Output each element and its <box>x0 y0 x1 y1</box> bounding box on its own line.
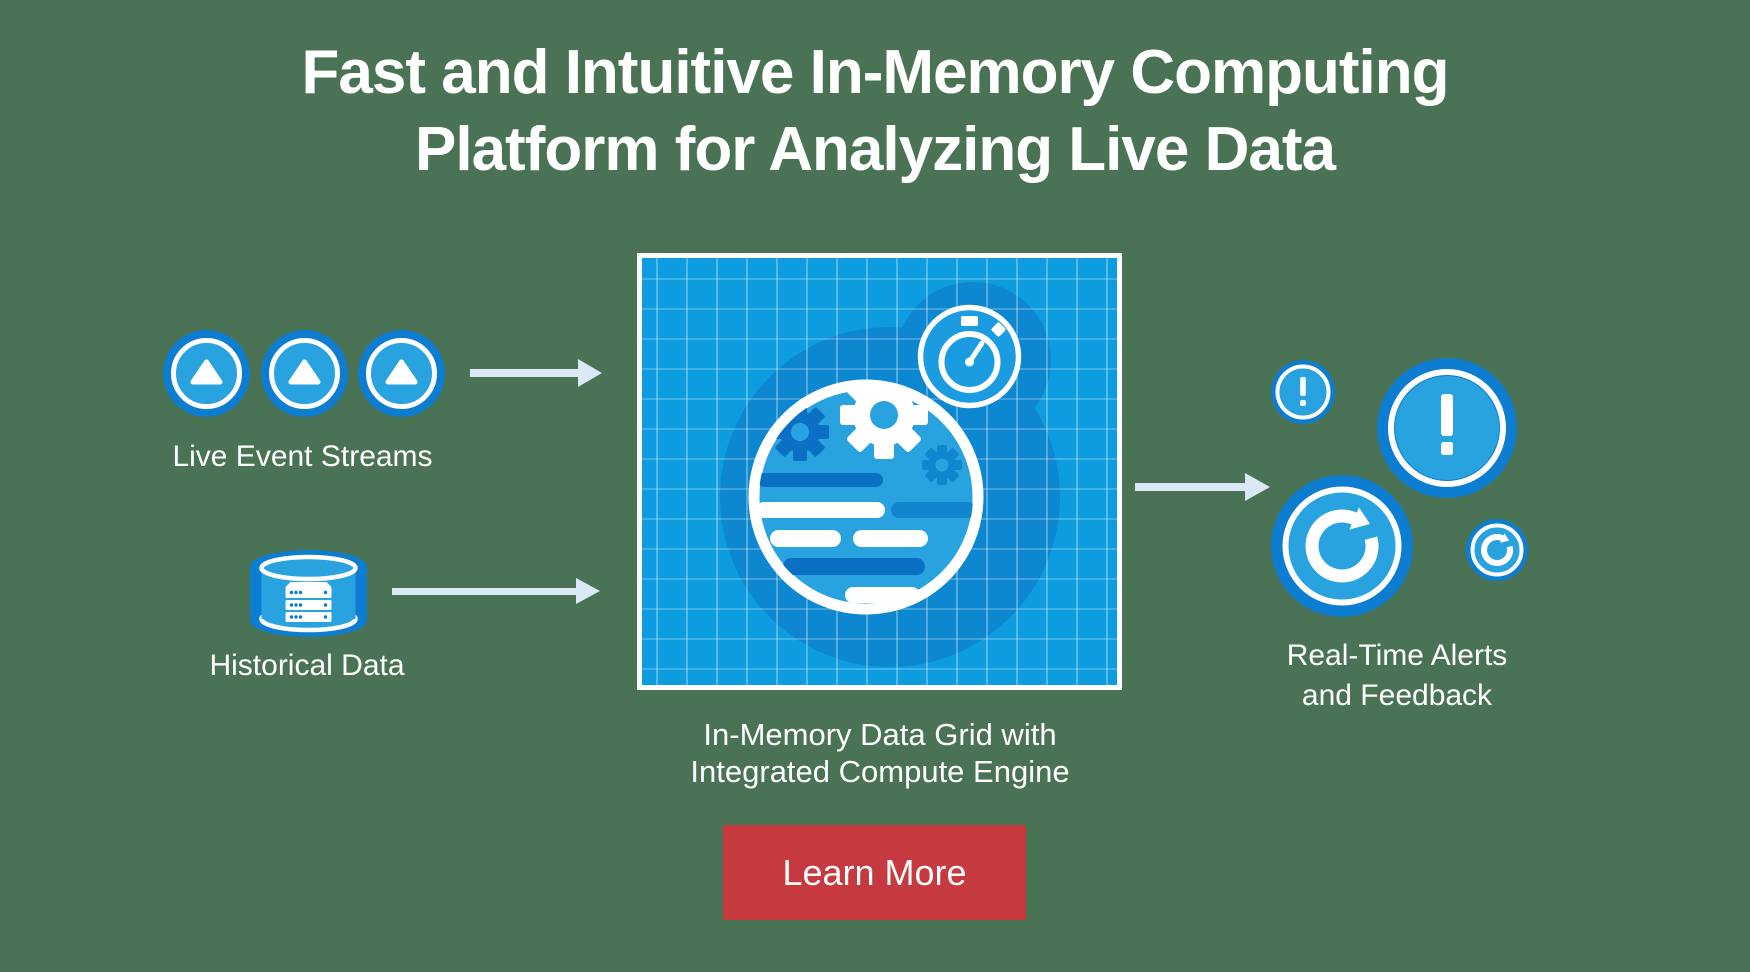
page-title: Fast and Intuitive In-Memory Computing P… <box>0 34 1750 188</box>
up-arrow-circle-icon <box>358 330 445 417</box>
refresh-circle-icon-small <box>1466 519 1528 581</box>
up-arrow-circle-icon <box>163 330 250 417</box>
data-grid-panel <box>637 253 1122 690</box>
alerts-label-line1: Real-Time Alerts <box>1286 639 1508 672</box>
learn-more-button[interactable]: Learn More <box>723 825 1026 920</box>
live-event-streams-label: Live Event Streams <box>172 440 433 473</box>
alerts-feedback-label: Real-Time Alerts and Feedback <box>1222 636 1572 716</box>
database-cylinder-icon <box>250 550 367 637</box>
exclamation-circle-icon-small <box>1271 360 1335 424</box>
globe-gears-icon <box>748 379 984 615</box>
server-stack-glyph <box>285 582 332 622</box>
data-grid-caption-line2: Integrated Compute Engine <box>690 754 1070 789</box>
right-arrow-historical <box>392 578 600 604</box>
exclamation-circle-icon-large <box>1377 358 1517 498</box>
stopwatch-icon <box>917 304 1022 409</box>
alerts-label-line2: and Feedback <box>1301 679 1493 712</box>
gear-icon <box>922 445 962 485</box>
right-arrow-streams <box>470 359 602 387</box>
right-arrow-alerts <box>1135 473 1270 501</box>
data-grid-caption: In-Memory Data Grid with Integrated Comp… <box>630 716 1130 790</box>
page-title-line2: Platform for Analyzing Live Data <box>415 115 1336 184</box>
historical-data-label: Historical Data <box>209 649 405 682</box>
data-grid-caption-line1: In-Memory Data Grid with <box>703 717 1057 752</box>
up-arrow-circle-icon <box>261 330 348 417</box>
page-title-line1: Fast and Intuitive In-Memory Computing <box>301 38 1450 107</box>
refresh-circle-icon-large <box>1271 475 1413 617</box>
